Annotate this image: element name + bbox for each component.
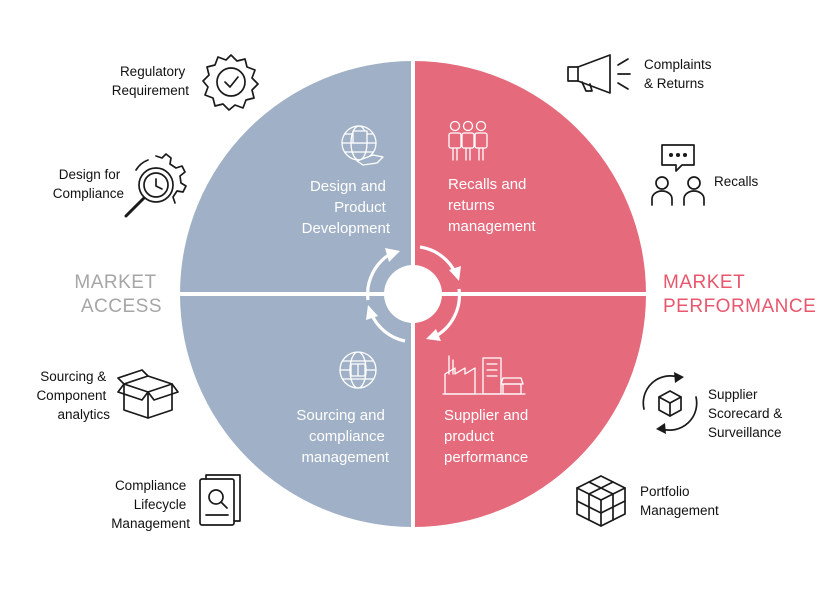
cubes-icon [576,475,626,527]
document-search-icon [199,474,241,526]
people-group-icon [448,120,488,161]
item-lifecycle-label: Compliance Lifecycle Management [111,478,190,531]
item-design-compliance-label: Design for Compliance [53,167,124,201]
quadrant-label-supplier: Supplier and product performance [444,407,532,466]
quadrant-label-design: Design and Product Development [302,178,391,237]
chat-people-icon [651,144,705,206]
open-box-icon [117,369,179,419]
cycle-arrows-icon [366,245,462,343]
quadrant-top-left [180,61,413,294]
item-portfolio-label: Portfolio Management [640,484,719,518]
item-recalls-label: Recalls [714,174,759,189]
market-performance-label: MARKET PERFORMANCE [663,272,816,317]
item-regulatory-label: Regulatory Requirement [112,64,190,98]
quadrant-label-sourcing: Sourcing and compliance management [296,407,389,466]
globe-box-icon [341,125,384,166]
item-sourcing-label: Sourcing & Component analytics [36,369,110,422]
globe-sourcing-icon [339,351,377,389]
market-access-label: MARKET ACCESS [74,272,162,317]
quadrant-top-right [413,61,646,294]
quadrant-bottom-right [413,294,646,527]
megaphone-icon [567,54,631,94]
cycle-cube-icon [642,372,698,434]
item-complaints-label: Complaints & Returns [644,57,715,91]
center-hub [384,265,442,323]
item-supplier-label: Supplier Scorecard & Surveillance [708,387,786,440]
gear-magnifier-icon [124,153,187,218]
badge-check-icon [202,54,259,111]
factory-store-icon [442,355,526,395]
quadrant-label-recalls: Recalls and returns management [448,176,536,235]
